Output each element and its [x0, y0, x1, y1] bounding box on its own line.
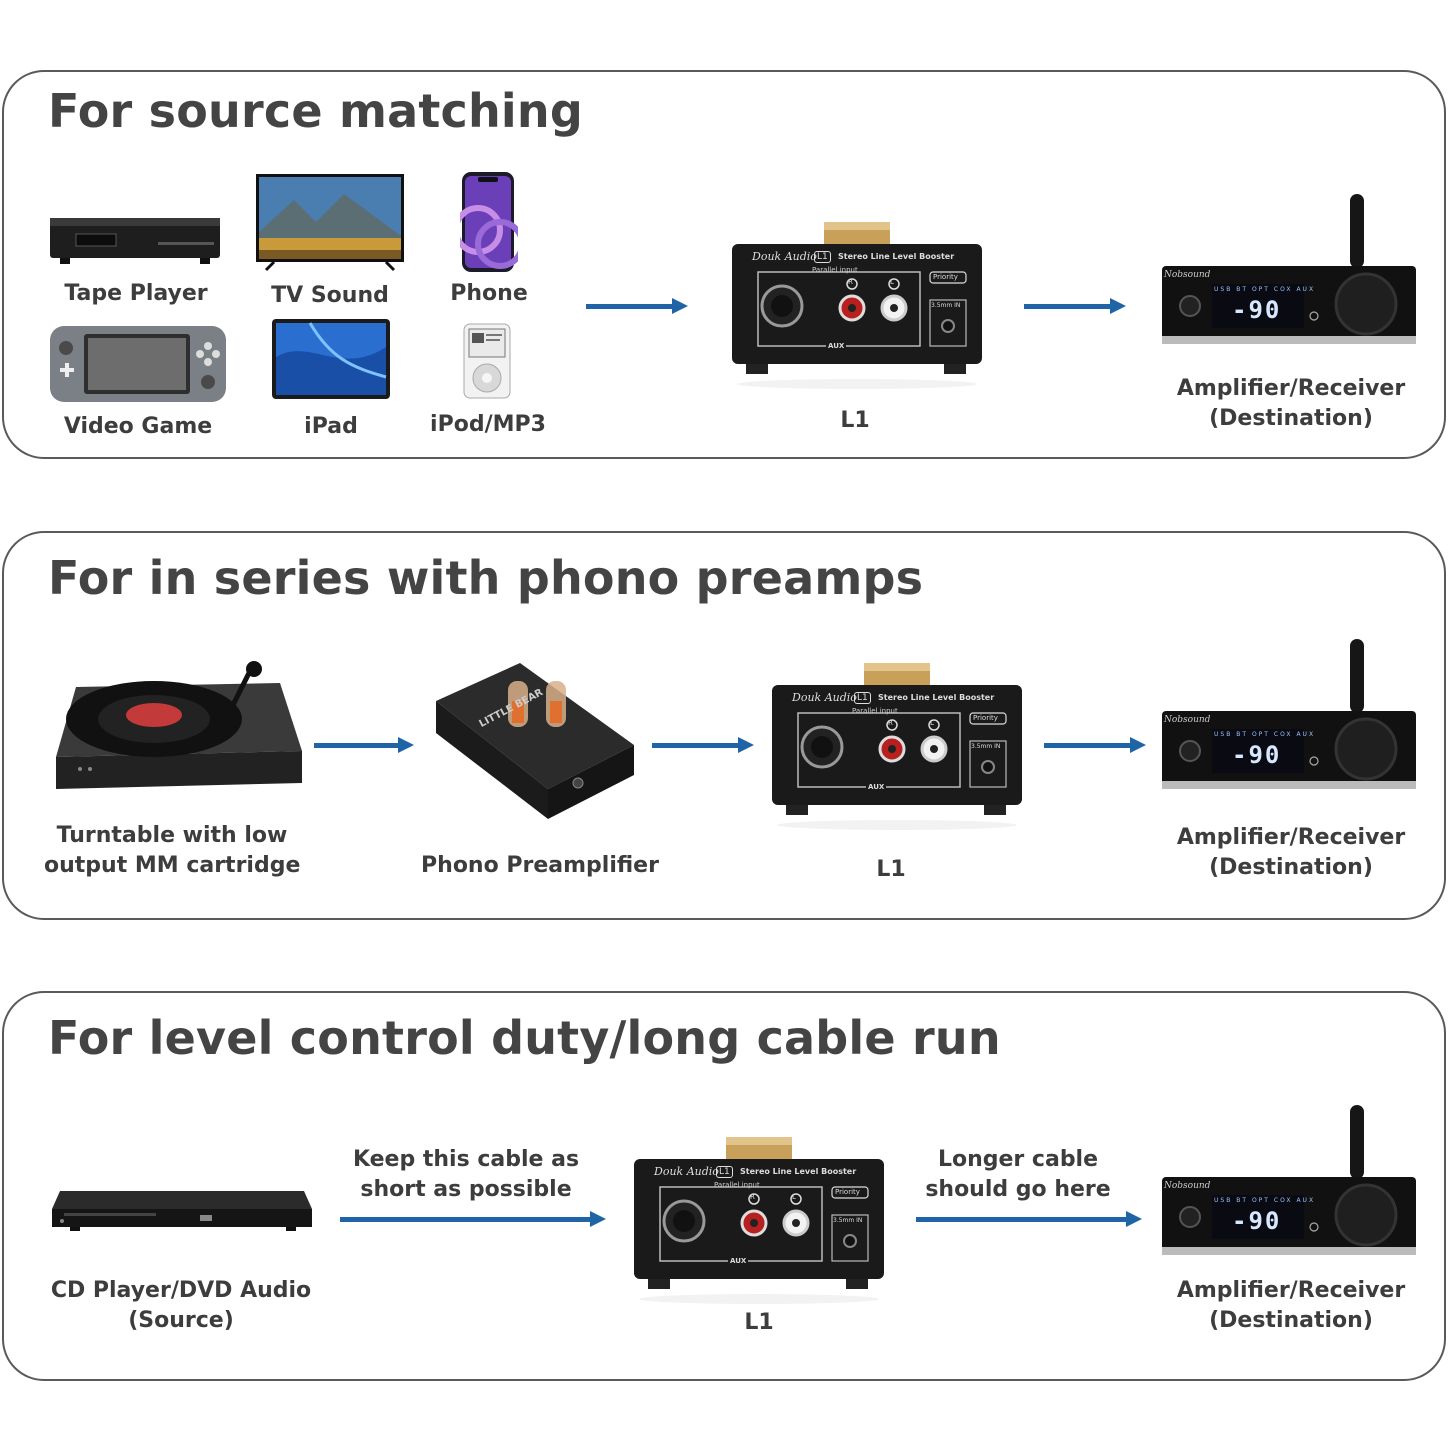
- tape-player-icon: [50, 218, 220, 264]
- booster-section-label: Parallel input: [812, 266, 858, 274]
- source-label: (Source): [128, 1308, 234, 1333]
- aux-label: AUX: [826, 342, 847, 350]
- source-label: TV Sound: [271, 283, 389, 308]
- cd-player-icon: [52, 1191, 312, 1231]
- booster-device: Douk Audio L1 Stereo Line Level Booster …: [730, 220, 984, 394]
- priority-label: Priority: [973, 714, 998, 722]
- tablet-icon: [272, 319, 390, 399]
- panel-title: For level control duty/long cable run: [48, 1011, 1001, 1065]
- panel-phono-preamps: For in series with phono preamps Turntab…: [2, 531, 1446, 920]
- right-channel-label: R: [848, 278, 853, 286]
- booster-device: Douk Audio L1 Stereo Line Level Booster …: [632, 1135, 886, 1309]
- booster-subtitle: Stereo Line Level Booster: [878, 693, 995, 702]
- destination-label: (Destination): [1209, 855, 1373, 880]
- panel-long-cable-run: For level control duty/long cable run CD…: [2, 991, 1446, 1381]
- destination-label: (Destination): [1209, 1308, 1373, 1333]
- jack-label: 3.5mm IN: [971, 743, 1001, 750]
- right-channel-label: R: [888, 719, 893, 727]
- priority-label: Priority: [835, 1188, 860, 1196]
- source-label: iPad: [304, 414, 358, 439]
- booster-badge: L1: [716, 1166, 733, 1178]
- destination-label: Amplifier/Receiver: [1176, 1278, 1406, 1303]
- booster-brand: Douk Audio: [654, 1165, 719, 1178]
- booster-label: L1: [876, 857, 906, 882]
- left-channel-label: L: [930, 719, 934, 727]
- phono-preamp-device: LITTLE BEAR: [428, 657, 638, 827]
- short-cable-note: short as possible: [360, 1177, 572, 1202]
- amplifier-input-tabs: USB BT OPT COX AUX: [1214, 286, 1316, 293]
- amplifier-input-tabs: USB BT OPT COX AUX: [1214, 731, 1316, 738]
- phone-icon: [460, 172, 518, 272]
- amplifier-device: Nobsound USB BT OPT COX AUX -90: [1158, 192, 1420, 356]
- line-booster-icon: [732, 222, 982, 389]
- source-label: CD Player/DVD Audio: [50, 1278, 312, 1303]
- amplifier-icon: [1162, 1105, 1416, 1255]
- source-label: Tape Player: [64, 281, 208, 306]
- booster-section-label: Parallel input: [852, 707, 898, 715]
- signal-arrow: [586, 298, 688, 314]
- booster-badge: L1: [854, 692, 871, 704]
- line-booster-icon: [772, 663, 1022, 830]
- panel-title: For in series with phono preamps: [48, 551, 924, 605]
- aux-label: AUX: [866, 783, 887, 791]
- source-label: Video Game: [63, 414, 213, 439]
- turntable-label: output MM cartridge: [44, 853, 301, 878]
- booster-section-label: Parallel input: [714, 1181, 760, 1189]
- jack-label: 3.5mm IN: [931, 302, 961, 309]
- booster-brand: Douk Audio: [792, 691, 857, 704]
- phono-preamp-icon: [436, 663, 634, 819]
- amplifier-input-tabs: USB BT OPT COX AUX: [1214, 1197, 1316, 1204]
- right-channel-label: R: [750, 1193, 755, 1201]
- amplifier-display: -90: [1232, 1207, 1282, 1235]
- source-label: iPod/MP3: [430, 412, 546, 437]
- long-cable-note: Longer cable: [937, 1147, 1099, 1172]
- line-booster-icon: [634, 1137, 884, 1304]
- jack-label: 3.5mm IN: [833, 1217, 863, 1224]
- amplifier-device: Nobsound USB BT OPT COX AUX -90: [1158, 637, 1420, 801]
- ipod-icon: [463, 323, 511, 399]
- booster-subtitle: Stereo Line Level Booster: [838, 252, 955, 261]
- preamp-label: Phono Preamplifier: [421, 853, 659, 878]
- amplifier-display: -90: [1232, 296, 1282, 324]
- panel-title: For source matching: [48, 84, 583, 138]
- amplifier-icon: [1162, 639, 1416, 789]
- short-cable-arrow: [340, 1211, 606, 1227]
- destination-label: (Destination): [1209, 406, 1373, 431]
- turntable-label: Turntable with low: [56, 823, 288, 848]
- booster-badge: L1: [814, 251, 831, 263]
- signal-arrow: [1024, 298, 1126, 314]
- short-cable-note: Keep this cable as: [352, 1147, 580, 1172]
- long-cable-note: should go here: [925, 1177, 1111, 1202]
- booster-subtitle: Stereo Line Level Booster: [740, 1167, 857, 1176]
- destination-label: Amplifier/Receiver: [1176, 376, 1406, 401]
- left-channel-label: L: [792, 1193, 796, 1201]
- amplifier-brand: Nobsound: [1164, 715, 1211, 725]
- amplifier-brand: Nobsound: [1164, 1181, 1211, 1191]
- aux-label: AUX: [728, 1257, 749, 1265]
- booster-label: L1: [744, 1310, 774, 1335]
- source-label: Phone: [450, 281, 528, 306]
- amplifier-device: Nobsound USB BT OPT COX AUX -90: [1158, 1103, 1420, 1267]
- destination-label: Amplifier/Receiver: [1176, 825, 1406, 850]
- left-channel-label: L: [890, 278, 894, 286]
- amplifier-display: -90: [1232, 741, 1282, 769]
- tv-icon: [256, 174, 404, 272]
- signal-arrow: [314, 737, 414, 753]
- panel-source-matching: For source matching Tape Player TV Sound…: [2, 70, 1446, 459]
- booster-device: Douk Audio L1 Stereo Line Level Booster …: [770, 661, 1024, 835]
- priority-label: Priority: [933, 273, 958, 281]
- turntable-icon: [56, 661, 302, 789]
- signal-arrow: [1044, 737, 1146, 753]
- amplifier-icon: [1162, 194, 1416, 344]
- booster-brand: Douk Audio: [752, 250, 817, 263]
- amplifier-brand: Nobsound: [1164, 270, 1211, 280]
- booster-label: L1: [840, 408, 870, 433]
- signal-arrow: [652, 737, 754, 753]
- handheld-console-icon: [50, 326, 226, 402]
- long-cable-arrow: [916, 1211, 1142, 1227]
